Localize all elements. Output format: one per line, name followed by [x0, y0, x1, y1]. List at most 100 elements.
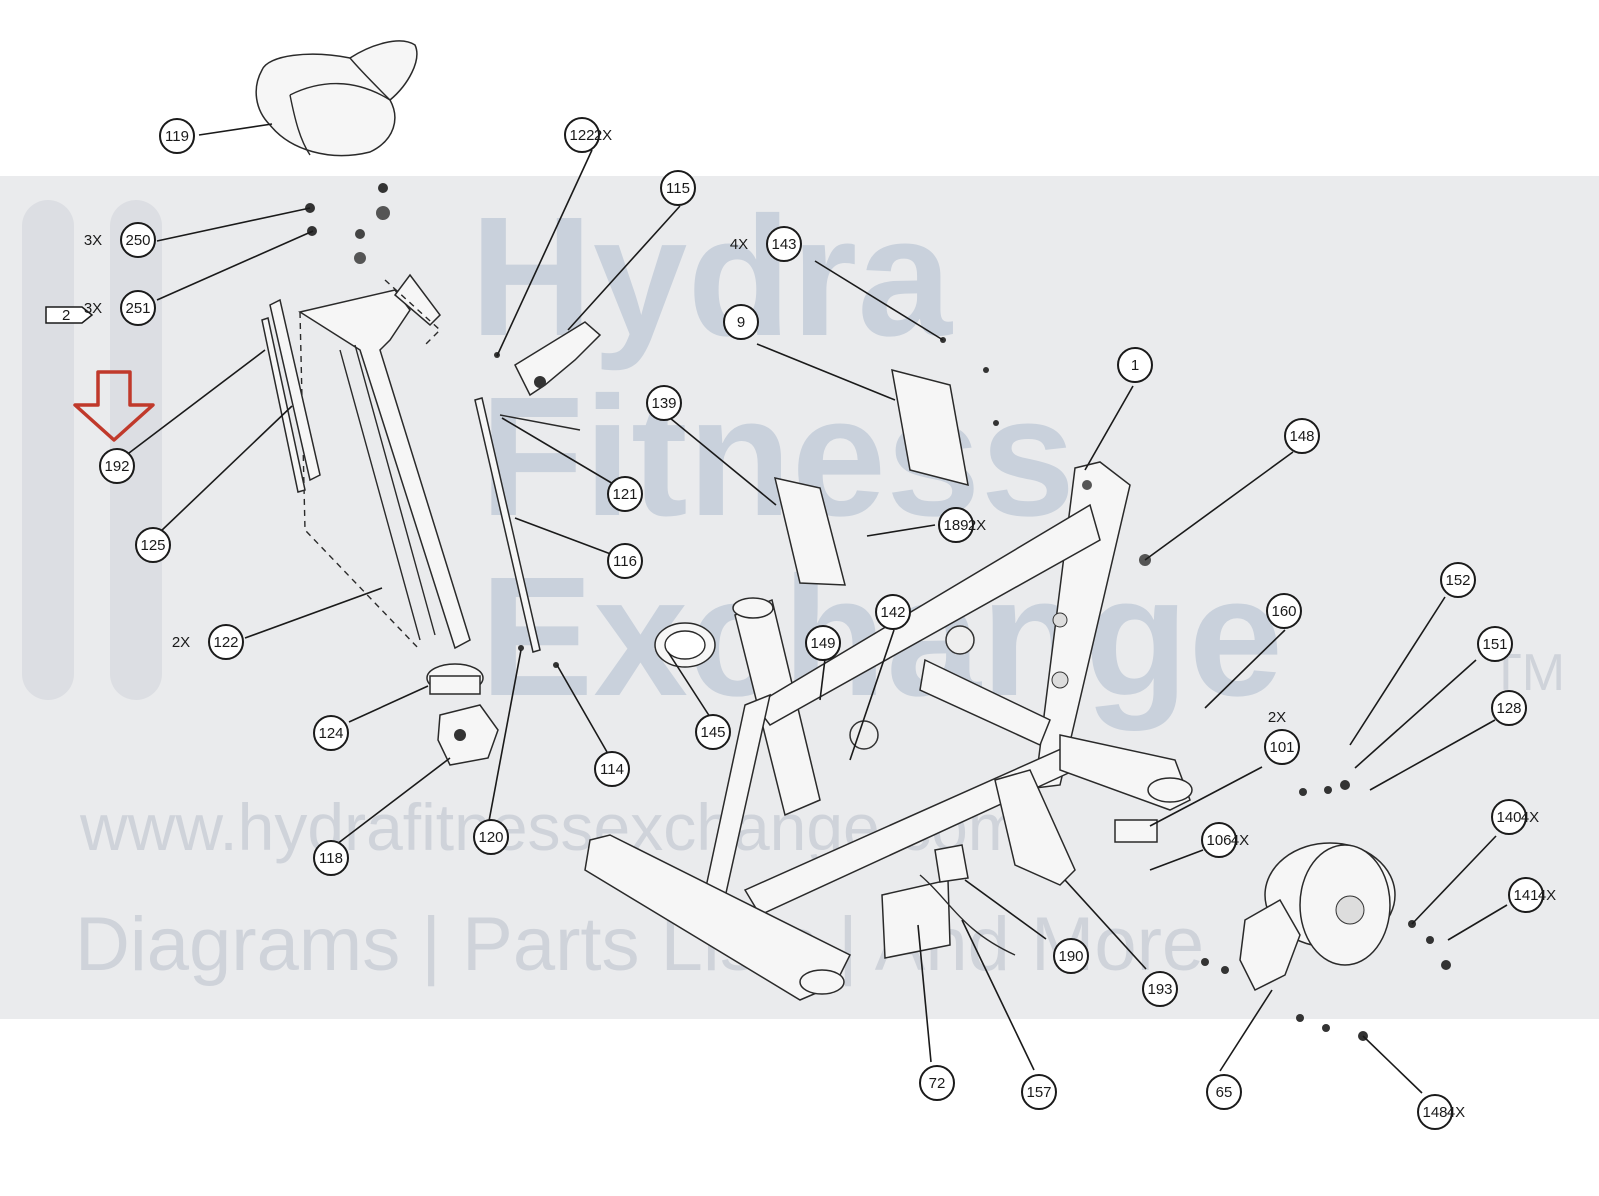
- callout-number: 118: [319, 850, 343, 867]
- leader-lines: [128, 123, 1508, 1094]
- callout-119: 119: [159, 118, 195, 154]
- callout-number: 139: [651, 395, 676, 412]
- callout-193: 193: [1142, 971, 1178, 1007]
- callout-circle: [1417, 1094, 1453, 1130]
- callout-quantity: 2X: [594, 127, 612, 144]
- callout-number: 65: [1216, 1084, 1233, 1101]
- watermark-tagline: Diagrams | Parts Lists | And More: [75, 902, 1204, 987]
- flywheel-drawing: [1139, 554, 1451, 1041]
- callout-circle: [875, 594, 911, 630]
- callout-120: 120: [473, 819, 509, 855]
- callout-number: 116: [613, 553, 637, 570]
- callout-circle: [695, 714, 731, 750]
- callout-circle: [473, 819, 509, 855]
- callout-number: 106: [1206, 832, 1231, 849]
- callout-number: 190: [1058, 948, 1083, 965]
- callout-number: 124: [318, 725, 343, 742]
- callout-circle: [1508, 877, 1544, 913]
- callout-148a: 148: [1284, 418, 1320, 454]
- callout-number: 148: [1289, 428, 1314, 445]
- callout-circle: [660, 170, 696, 206]
- callout-circle: [766, 226, 802, 262]
- callout-number: 148: [1422, 1104, 1447, 1121]
- callout-circle: [1440, 562, 1476, 598]
- callout-circle: [1117, 347, 1153, 383]
- callout-circle: [120, 222, 156, 258]
- callout-circle: [1021, 1074, 1057, 1110]
- part-art: [255, 40, 1451, 1041]
- callout-circle: [159, 118, 195, 154]
- callout-number: 142: [880, 604, 905, 621]
- callout-number: 152: [1445, 572, 1470, 589]
- callout-149: 149: [805, 625, 841, 661]
- callout-number: 192: [104, 458, 129, 475]
- callout-quantity: 4X: [1447, 1104, 1465, 1121]
- callout-quantity: 4X: [1521, 809, 1539, 826]
- callout-number: 157: [1026, 1084, 1051, 1101]
- seat-hardware: [305, 183, 390, 264]
- callout-65: 65: [1206, 1074, 1242, 1110]
- callout-116: 116: [607, 543, 643, 579]
- callout-number: 160: [1271, 603, 1296, 620]
- adjuster-drawing: [426, 663, 499, 766]
- callout-circle: [1491, 799, 1527, 835]
- callout-number: 251: [125, 300, 150, 317]
- callout-number: 143: [771, 236, 796, 253]
- callout-circle: [208, 624, 244, 660]
- callout-145: 145: [695, 714, 731, 750]
- callout-151: 151: [1477, 626, 1513, 662]
- callout-72: 72: [919, 1065, 955, 1101]
- callout-number: 1: [1131, 357, 1139, 374]
- callout-number: 122: [569, 127, 594, 144]
- reference-tag-label: 2: [62, 307, 70, 324]
- callout-quantity: 3X: [84, 300, 102, 317]
- callout-251: 251 3X: [84, 290, 156, 326]
- callout-quantity: 2X: [1268, 709, 1286, 726]
- callout-circle: [919, 1065, 955, 1101]
- callout-quantity: 4X: [1231, 832, 1249, 849]
- callout-number: 9: [737, 314, 745, 331]
- callout-circle: [723, 304, 759, 340]
- callout-circle: [805, 625, 841, 661]
- callout-number: 114: [600, 761, 624, 778]
- reference-tag: 2: [45, 306, 94, 324]
- highlight-arrow: [73, 370, 155, 442]
- callout-number: 120: [478, 829, 503, 846]
- callout-quantity: 2X: [968, 517, 986, 534]
- callout-circle: [1201, 822, 1237, 858]
- callout-circle: [313, 840, 349, 876]
- watermark: Hydra Fitness Exchange TM www.hydrafitne…: [0, 176, 1599, 1019]
- callout-number: 145: [700, 724, 725, 741]
- callout-125: 125: [135, 527, 171, 563]
- callout-circle: [1477, 626, 1513, 662]
- callout-circle: [135, 527, 171, 563]
- cover-drawing: [773, 337, 999, 586]
- watermark-line1: Hydra: [470, 182, 953, 372]
- callout-circle: [1206, 1074, 1242, 1110]
- seat-post-drawing: [261, 273, 471, 651]
- seat-drawing: [255, 40, 418, 157]
- callout-9: 9: [723, 304, 759, 340]
- callout-114: 114: [594, 751, 630, 787]
- callout-128: 128: [1491, 690, 1527, 726]
- callout-192: 192: [99, 448, 135, 484]
- callout-142: 142: [875, 594, 911, 630]
- callout-circle: [607, 543, 643, 579]
- callout-number: 101: [1269, 739, 1294, 756]
- callout-number: 250: [125, 232, 150, 249]
- callout-number: 151: [1482, 636, 1507, 653]
- callout-circle: [99, 448, 135, 484]
- callout-number: 125: [140, 537, 165, 554]
- callout-quantity: 4X: [1538, 887, 1556, 904]
- callout-number: 189: [943, 517, 968, 534]
- callout-circle: [120, 290, 156, 326]
- callout-circle: [1491, 690, 1527, 726]
- callout-190: 190: [1053, 938, 1089, 974]
